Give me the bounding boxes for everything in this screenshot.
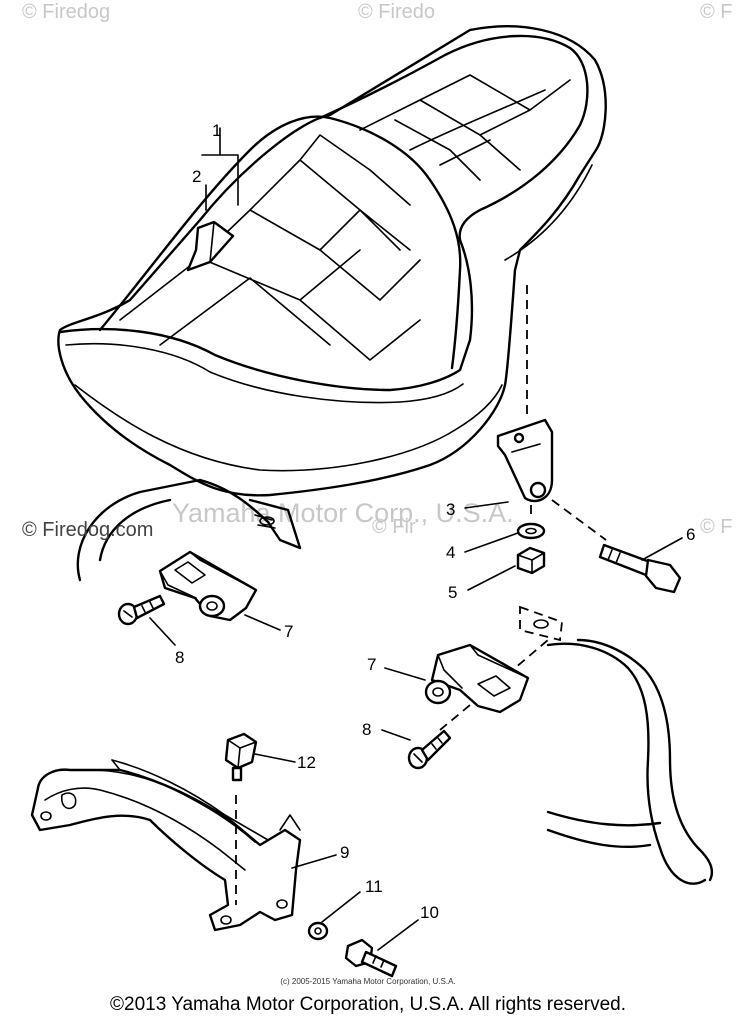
nut-part-5 <box>516 546 546 575</box>
callout-2: 2 <box>192 167 201 186</box>
washer-part-4 <box>516 522 546 540</box>
callout-5: 5 <box>448 583 457 602</box>
bracket-part-3 <box>496 418 554 503</box>
callout-6: 6 <box>686 525 695 544</box>
callout-7-right: 7 <box>367 655 376 674</box>
callout-8-left: 8 <box>175 648 184 667</box>
watermark-firedog-top-3: © F <box>700 1 733 23</box>
frame-right <box>519 605 714 885</box>
callout-10: 10 <box>420 903 439 922</box>
bolt-part-10 <box>344 938 398 978</box>
watermark-yamaha: Yamaha Motor Corp., U.S.A. <box>172 498 514 528</box>
callout-numbers: 1 2 3 4 5 6 7 8 7 8 12 9 11 10 <box>175 121 695 922</box>
washer-part-11 <box>307 921 329 941</box>
callout-12: 12 <box>297 753 316 772</box>
callout-9: 9 <box>340 843 349 862</box>
callout-3: 3 <box>446 500 455 519</box>
screw-part-8-left <box>117 594 166 626</box>
watermark-firedog-mid-right: © Fir <box>372 516 416 538</box>
leader-lines <box>149 501 683 951</box>
copyright-small: (c) 2005-2015 Yamaha Motor Corporation, … <box>280 977 456 986</box>
callout-11: 11 <box>365 877 383 896</box>
leader-1-2 <box>201 127 239 211</box>
callout-7-left: 7 <box>284 622 293 641</box>
bracket-part-7-right <box>424 643 530 714</box>
callout-4: 4 <box>446 543 455 562</box>
bolt-part-6 <box>598 543 682 594</box>
seat-part-1 <box>57 25 607 497</box>
callout-8-right: 8 <box>362 720 371 739</box>
watermark-firedog-top-1: © Firedog <box>22 1 110 23</box>
screw-part-8-right <box>407 729 452 770</box>
watermarks: © Firedog © Firedo © F © Fir © F Yamaha … <box>22 1 733 538</box>
watermark-firedog-top-2: © Firedo <box>358 1 435 23</box>
assembly-line-bolt <box>551 499 607 541</box>
copyright-main: ©2013 Yamaha Motor Corporation, U.S.A. A… <box>110 994 626 1015</box>
support-bracket-part-9 <box>30 759 302 932</box>
callout-1: 1 <box>212 121 221 140</box>
fastener-part-12 <box>224 732 258 782</box>
watermark-firedog-mid-far: © F <box>700 516 733 538</box>
frame-left <box>76 478 302 582</box>
bracket-part-7-left <box>158 550 258 622</box>
watermark-firedog-mid-left: © Firedog.com <box>22 519 153 541</box>
